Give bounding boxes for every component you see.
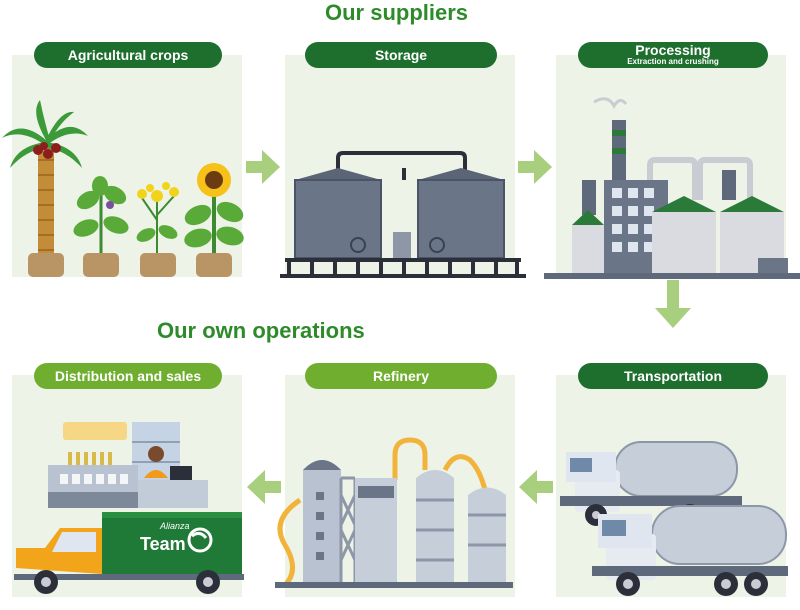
tanker-truck-icon: [592, 505, 788, 596]
sunflower-icon: [184, 163, 244, 277]
storage-tanks-icon: [280, 151, 526, 278]
stage-label-transportation: Transportation: [578, 363, 768, 389]
stage-label-text: Refinery: [372, 367, 430, 384]
stage-label-storage: Storage: [305, 42, 497, 68]
stage-label-text: Transportation: [623, 367, 722, 384]
refinery-icon: [275, 437, 513, 588]
arrow-left-icon: [519, 470, 553, 504]
palm-tree-icon: [2, 100, 88, 277]
shop-counter-icon: [48, 422, 208, 508]
truck-brand-small: Alianza: [159, 521, 190, 531]
arrow-right-icon: [246, 150, 280, 184]
operations-heading: Our own operations: [157, 318, 365, 343]
suppliers-heading: Our suppliers: [325, 0, 469, 25]
stage-label-processing: Processing Extraction and crushing: [578, 42, 768, 68]
tanker-truck-icon: [560, 441, 742, 526]
delivery-truck-icon: [14, 512, 244, 594]
rapeseed-plant-icon: [136, 182, 179, 277]
stage-label-text: Storage: [374, 46, 428, 63]
factory-icon: [544, 97, 800, 279]
stage-label-text: Processing: [635, 42, 711, 59]
arrow-right-icon: [518, 150, 552, 184]
stage-label-text: Agricultural crops: [67, 46, 189, 63]
arrow-down-icon: [655, 280, 691, 328]
arrow-left-icon: [247, 470, 281, 504]
shopkeeper-icon: [144, 446, 168, 478]
soy-plant-icon: [73, 176, 129, 277]
stage-label-agricultural: Agricultural crops: [34, 42, 222, 68]
stage-label-distribution: Distribution and sales: [34, 363, 222, 389]
truck-brand-large: Team: [140, 534, 186, 554]
stage-label-refinery: Refinery: [305, 363, 497, 389]
stage-sublabel-text: Extraction and crushing: [627, 57, 719, 67]
stage-label-text: Distribution and sales: [54, 367, 202, 384]
